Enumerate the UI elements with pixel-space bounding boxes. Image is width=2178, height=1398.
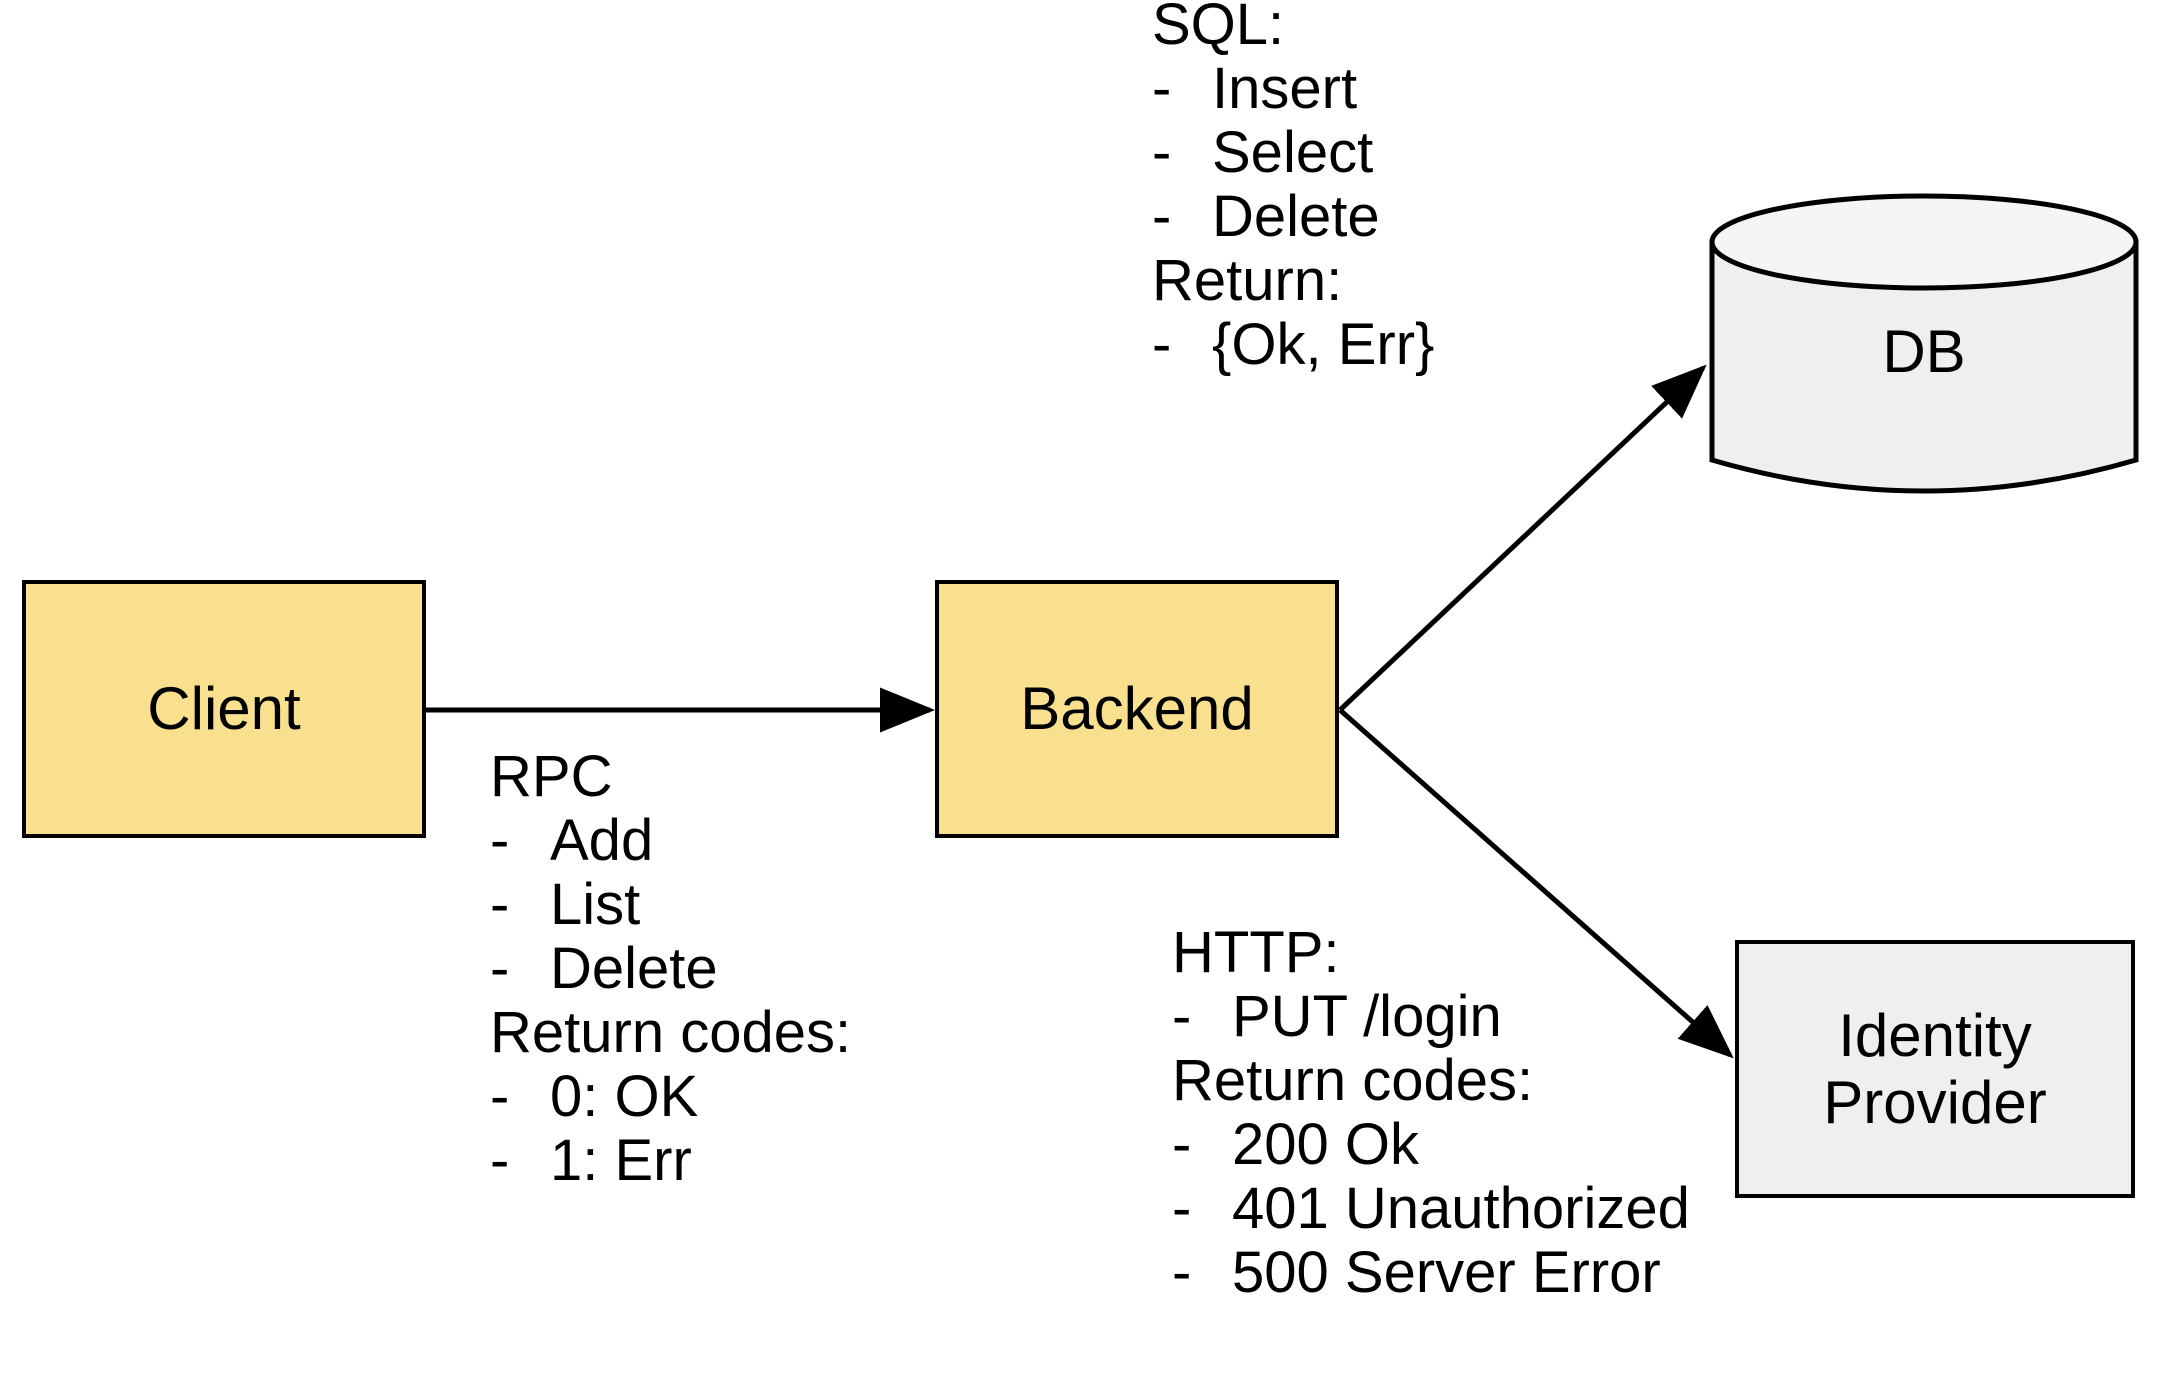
bullet-dash-icon: - xyxy=(490,936,510,1001)
annotation-rpc: RPC -Add -List -Delete Return codes: -0:… xyxy=(490,748,851,1196)
annotation-rpc-method-0-text: Add xyxy=(550,808,654,873)
annotation-sql: SQL: -Insert -Select -Delete Return: -{O… xyxy=(1152,0,1434,380)
annotation-rpc-method-2: -Delete xyxy=(490,940,851,998)
bullet-dash-icon: - xyxy=(1152,120,1172,185)
database-cylinder-icon xyxy=(1709,239,2139,494)
bullet-dash-icon: - xyxy=(490,1128,510,1193)
bullet-dash-icon: - xyxy=(1172,984,1192,1049)
annotation-rpc-method-2-text: Delete xyxy=(550,936,718,1001)
annotation-rpc-method-1: -List xyxy=(490,876,851,934)
annotation-http-returns-heading: Return codes: xyxy=(1172,1048,1534,1113)
bullet-dash-icon: - xyxy=(490,808,510,873)
bullet-dash-icon: - xyxy=(1152,312,1172,377)
bullet-dash-icon: - xyxy=(490,872,510,937)
annotation-sql-return-0-text: {Ok, Err} xyxy=(1212,312,1435,377)
database-cylinder-top-icon xyxy=(1709,193,2139,291)
annotation-sql-returns-heading: Return: xyxy=(1152,248,1343,313)
bullet-dash-icon: - xyxy=(1172,1176,1192,1241)
annotation-http-return-0: -200 Ok xyxy=(1172,1116,1690,1174)
annotation-rpc-return-1: -1: Err xyxy=(490,1132,851,1190)
annotation-rpc-return-0: -0: OK xyxy=(490,1068,851,1126)
bullet-dash-icon: - xyxy=(1152,56,1172,121)
annotation-sql-method-1-text: Select xyxy=(1212,120,1374,185)
annotation-rpc-method-1-text: List xyxy=(550,872,641,937)
annotation-http-return-2-text: 500 Server Error xyxy=(1232,1240,1661,1305)
edge-backend-to-db xyxy=(1338,364,1707,712)
annotation-http-return-1-text: 401 Unauthorized xyxy=(1232,1176,1690,1241)
bullet-dash-icon: - xyxy=(1152,184,1172,249)
node-identity-provider-label-line2: Provider xyxy=(1823,1069,2047,1136)
annotation-sql-method-2-text: Delete xyxy=(1212,184,1380,249)
annotation-http-return-0-text: 200 Ok xyxy=(1232,1112,1419,1177)
node-client[interactable]: Client xyxy=(22,580,426,838)
annotation-http-method-0: -PUT /login xyxy=(1172,988,1690,1046)
node-backend-label: Backend xyxy=(1020,675,1254,743)
node-backend[interactable]: Backend xyxy=(935,580,1339,838)
node-db[interactable] xyxy=(1708,192,2140,510)
bullet-dash-icon: - xyxy=(490,1064,510,1129)
annotation-sql-method-0-text: Insert xyxy=(1212,56,1358,121)
annotation-sql-heading: SQL: xyxy=(1152,0,1285,57)
annotation-sql-return-0: -{Ok, Err} xyxy=(1152,316,1434,374)
annotation-rpc-return-1-text: 1: Err xyxy=(550,1128,692,1193)
annotation-rpc-returns-heading: Return codes: xyxy=(490,1000,852,1065)
annotation-sql-method-0: -Insert xyxy=(1152,60,1434,118)
annotation-rpc-return-0-text: 0: OK xyxy=(550,1064,699,1129)
node-identity-provider-label-line1: Identity xyxy=(1838,1001,2032,1069)
annotation-sql-method-1: -Select xyxy=(1152,124,1434,182)
node-client-label: Client xyxy=(147,675,301,743)
annotation-http-heading: HTTP: xyxy=(1172,920,1340,985)
bullet-dash-icon: - xyxy=(1172,1240,1192,1305)
annotation-http-return-2: -500 Server Error xyxy=(1172,1244,1690,1302)
annotation-http-return-1: -401 Unauthorized xyxy=(1172,1180,1690,1238)
node-identity-provider[interactable]: Identity Provider xyxy=(1735,940,2135,1198)
annotation-http: HTTP: -PUT /login Return codes: -200 Ok … xyxy=(1172,924,1690,1308)
annotation-sql-method-2: -Delete xyxy=(1152,188,1434,246)
annotation-http-method-0-text: PUT /login xyxy=(1232,984,1502,1049)
annotation-rpc-heading: RPC xyxy=(490,744,613,809)
bullet-dash-icon: - xyxy=(1172,1112,1192,1177)
annotation-rpc-method-0: -Add xyxy=(490,812,851,870)
node-identity-provider-label: Identity Provider xyxy=(1823,1002,2046,1136)
